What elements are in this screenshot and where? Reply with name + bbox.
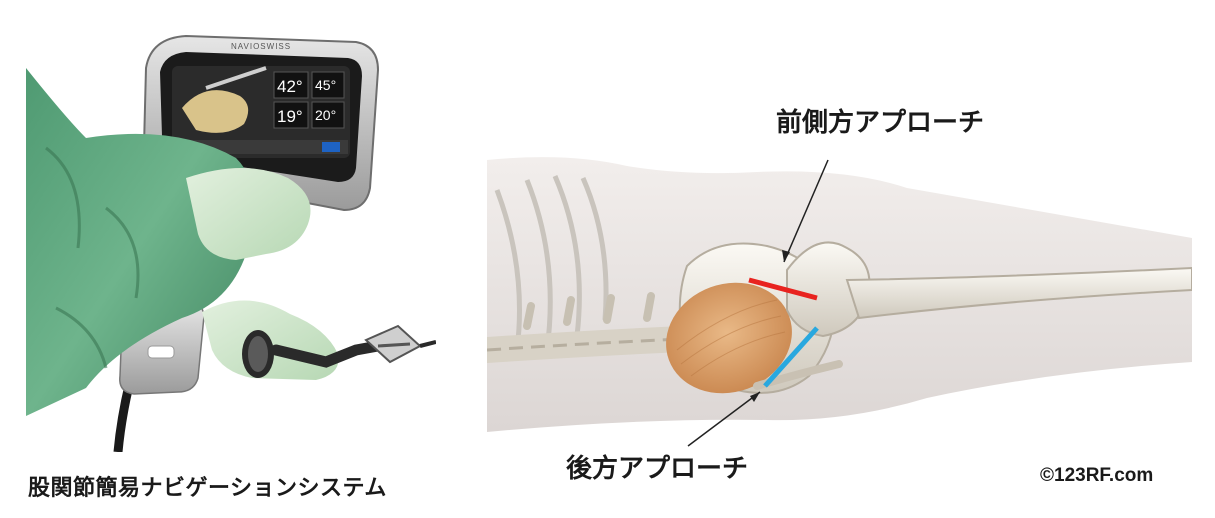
rib-cage bbox=[494, 175, 609, 351]
gloved-hand-upper bbox=[186, 168, 311, 260]
anterolateral-arrow bbox=[783, 159, 829, 263]
gluteus-muscle bbox=[666, 282, 792, 394]
posterior-approach-label: 後方アプローチ bbox=[566, 454, 749, 484]
readout-2: 45° bbox=[315, 77, 336, 93]
posterior-approach-line bbox=[763, 326, 819, 388]
readout-3: 19° bbox=[277, 107, 303, 126]
navigation-system-caption: 股関節簡易ナビゲーションシステム bbox=[28, 476, 387, 501]
navigation-device-photo: 42° 45° 19° 20° NAVIOSWISS bbox=[26, 28, 437, 453]
anterolateral-approach-line bbox=[748, 277, 818, 301]
hip-anatomy-illustration bbox=[474, 150, 1193, 440]
copyright-notice: ©123RF.com bbox=[1040, 465, 1154, 486]
posterior-arrow bbox=[687, 391, 761, 447]
readout-1: 42° bbox=[277, 77, 303, 96]
readout-4: 20° bbox=[315, 107, 336, 123]
device-brand: NAVIOSWISS bbox=[231, 42, 291, 51]
anterolateral-approach-label: 前側方アプローチ bbox=[776, 108, 985, 138]
device-screen: 42° 45° 19° 20° bbox=[172, 66, 350, 158]
